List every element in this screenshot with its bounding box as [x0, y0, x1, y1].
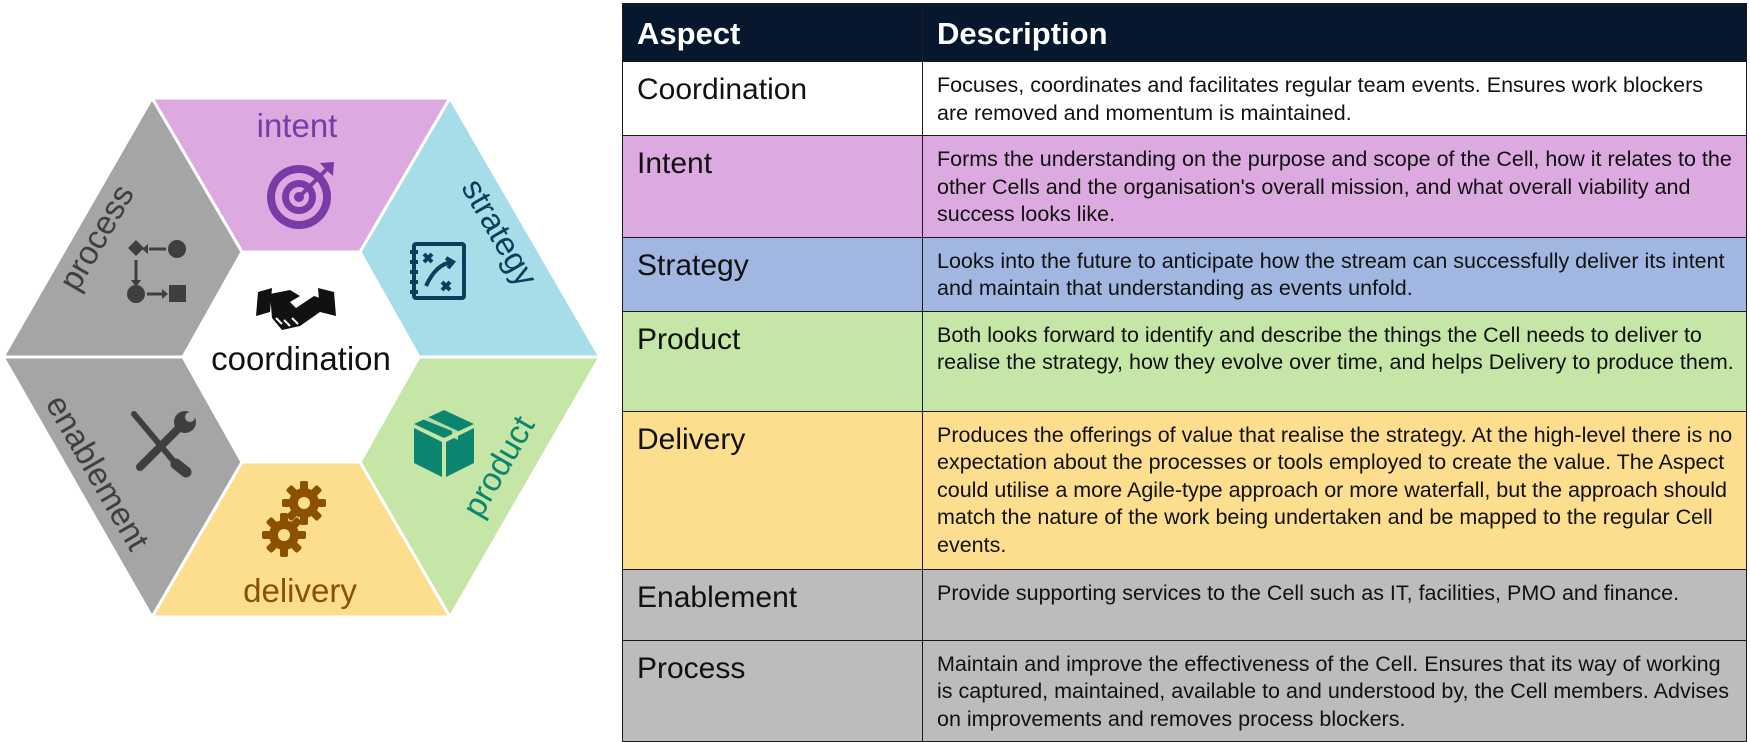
center-label: coordination [211, 340, 391, 377]
gears-icon [262, 481, 326, 557]
table-row: Strategy Looks into the future to antici… [622, 236, 1747, 312]
description-cell: Focuses, coordinates and facilitates reg… [922, 61, 1747, 136]
aspect-cell: Enablement [622, 568, 923, 641]
table-row: Process Maintain and improve the effecti… [622, 639, 1747, 742]
strategy-board-icon [410, 242, 466, 300]
column-header-description: Description [922, 3, 1747, 62]
center-hexagon [183, 252, 419, 462]
aspect-cell: Strategy [622, 236, 923, 312]
description-cell: Forms the understanding on the purpose a… [922, 135, 1747, 238]
segment-label-intent: intent [257, 107, 338, 144]
target-icon [267, 162, 334, 229]
table-row: Delivery Produces the offerings of value… [622, 410, 1747, 570]
aspect-table: Aspect Description Coordination Focuses,… [622, 3, 1747, 742]
tools-icon [131, 411, 196, 478]
description-cell: Maintain and improve the effectiveness o… [922, 639, 1747, 742]
description-cell: Provide supporting services to the Cell … [922, 568, 1747, 641]
table-header-row: Aspect Description [622, 3, 1747, 62]
table-row: Coordination Focuses, coordinates and fa… [622, 61, 1747, 136]
handshake-icon [256, 288, 336, 330]
table-row: Intent Forms the understanding on the pu… [622, 135, 1747, 238]
aspect-cell: Product [622, 310, 923, 412]
aspect-cell: Intent [622, 135, 923, 238]
column-header-aspect: Aspect [622, 3, 923, 62]
aspect-cell: Coordination [622, 61, 923, 136]
description-cell: Produces the offerings of value that rea… [922, 410, 1747, 570]
aspect-cell: Process [622, 639, 923, 742]
table-row: Enablement Provide supporting services t… [622, 568, 1747, 641]
table-row: Product Both looks forward to identify a… [622, 310, 1747, 412]
description-cell: Looks into the future to anticipate how … [922, 236, 1747, 312]
description-cell: Both looks forward to identify and descr… [922, 310, 1747, 412]
box-icon [414, 410, 474, 477]
aspect-hexagon-diagram: intent strategy product delivery enablem… [0, 95, 603, 621]
aspect-cell: Delivery [622, 410, 923, 570]
segment-label-delivery: delivery [243, 572, 357, 609]
process-flow-icon [127, 240, 186, 303]
